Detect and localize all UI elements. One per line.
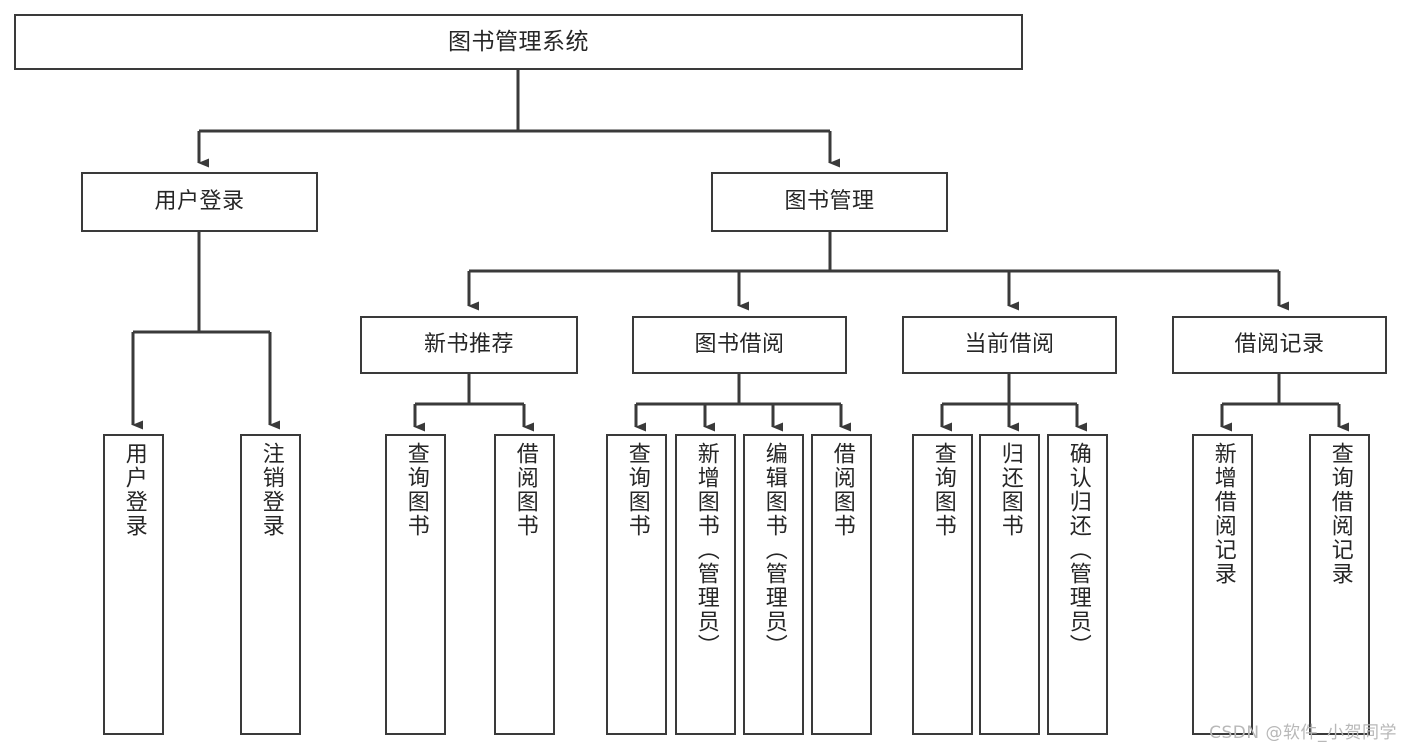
node-label: 编辑图书（管理员） — [761, 442, 787, 658]
node-label: 图书管理 — [784, 189, 875, 215]
node-borrow-record[interactable]: 借阅记录 — [1172, 316, 1387, 374]
leaf-add-borrow-record[interactable]: 新增借阅记录 — [1192, 434, 1253, 735]
node-label: 借阅图书 — [512, 442, 538, 538]
leaf-borrow-book[interactable]: 借阅图书 — [811, 434, 872, 735]
node-label: 新增图书（管理员） — [693, 442, 719, 658]
leaf-query-book-recommend[interactable]: 查询图书 — [385, 434, 446, 735]
leaf-query-book-current[interactable]: 查询图书 — [912, 434, 973, 735]
node-label: 查询图书 — [930, 442, 956, 538]
node-label: 用户登录 — [154, 189, 245, 215]
leaf-borrow-book-recommend[interactable]: 借阅图书 — [494, 434, 555, 735]
node-label: 确认归还（管理员） — [1065, 442, 1091, 658]
node-label: 图书借阅 — [694, 332, 785, 358]
leaf-user-login[interactable]: 用户登录 — [103, 434, 164, 735]
leaf-query-borrow-record[interactable]: 查询借阅记录 — [1309, 434, 1370, 735]
node-book-borrow[interactable]: 图书借阅 — [632, 316, 847, 374]
node-new-book-recommend[interactable]: 新书推荐 — [360, 316, 578, 374]
node-label: 查询图书 — [624, 442, 650, 538]
node-label: 查询图书 — [403, 442, 429, 538]
node-label: 当前借阅 — [964, 332, 1055, 358]
node-label: 注销登录 — [258, 442, 284, 538]
leaf-query-book-borrow[interactable]: 查询图书 — [606, 434, 667, 735]
node-label: 图书管理系统 — [448, 28, 589, 55]
leaf-confirm-return[interactable]: 确认归还（管理员） — [1047, 434, 1108, 735]
node-label: 归还图书 — [997, 442, 1023, 538]
leaf-return-book[interactable]: 归还图书 — [979, 434, 1040, 735]
node-label: 借阅记录 — [1234, 332, 1325, 358]
node-label: 用户登录 — [121, 442, 147, 538]
node-label: 借阅图书 — [829, 442, 855, 538]
node-root-system[interactable]: 图书管理系统 — [14, 14, 1023, 70]
node-user-login[interactable]: 用户登录 — [81, 172, 318, 232]
leaf-add-book[interactable]: 新增图书（管理员） — [675, 434, 736, 735]
node-label: 新书推荐 — [423, 332, 514, 358]
node-current-borrow[interactable]: 当前借阅 — [902, 316, 1117, 374]
node-book-manage[interactable]: 图书管理 — [711, 172, 948, 232]
leaf-logout[interactable]: 注销登录 — [240, 434, 301, 735]
node-label: 查询借阅记录 — [1327, 442, 1353, 586]
node-label: 新增借阅记录 — [1210, 442, 1236, 586]
leaf-edit-book[interactable]: 编辑图书（管理员） — [743, 434, 804, 735]
